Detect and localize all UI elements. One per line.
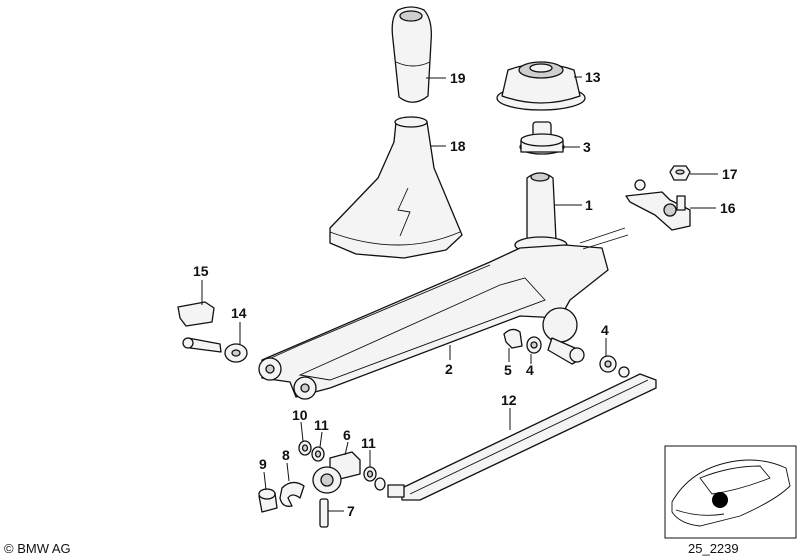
label-4b: 4 <box>601 322 609 338</box>
label-15: 15 <box>193 263 209 279</box>
gearshift-lever-drawing <box>514 172 568 254</box>
label-13: 13 <box>585 69 601 85</box>
label-11a: 11 <box>314 417 329 433</box>
selector-rod-drawing <box>387 366 657 501</box>
diagram-code: 25_2239 <box>688 541 739 556</box>
label-19: 19 <box>450 70 466 86</box>
label-7: 7 <box>347 503 355 519</box>
lower-parts-drawing <box>258 481 329 528</box>
label-1: 1 <box>585 197 593 213</box>
rubber-boot-drawing <box>496 61 586 111</box>
label-8: 8 <box>282 447 290 463</box>
label-9: 9 <box>259 456 267 472</box>
label-2: 2 <box>445 361 453 377</box>
label-5: 5 <box>504 362 512 378</box>
label-11b: 11 <box>361 435 376 451</box>
label-17: 17 <box>722 166 738 182</box>
clip-drawing <box>177 301 222 353</box>
bracket-drawing <box>625 165 691 231</box>
leader-lines <box>201 76 718 512</box>
car-location-inset <box>664 445 797 539</box>
label-10: 10 <box>292 407 308 423</box>
bushing-drawing <box>224 343 248 363</box>
ball-joint-drawing <box>542 307 585 365</box>
location-marker-icon <box>712 492 728 508</box>
part-labels: 19 18 13 3 1 17 16 15 14 2 5 4 4 12 10 1… <box>193 69 738 519</box>
shift-console-drawing <box>258 227 629 400</box>
shift-boot-drawing <box>329 116 463 259</box>
shift-knob-drawing <box>391 6 432 103</box>
bearing-shell-drawing <box>519 121 565 155</box>
copyright-text: © BMW AG <box>4 541 71 556</box>
label-4a: 4 <box>526 362 534 378</box>
label-3: 3 <box>583 139 591 155</box>
label-6: 6 <box>343 427 351 443</box>
small-parts-drawing <box>503 328 617 373</box>
joint-parts-drawing <box>298 440 386 494</box>
label-14: 14 <box>231 305 247 321</box>
label-12: 12 <box>501 392 517 408</box>
label-16: 16 <box>720 200 736 216</box>
label-18: 18 <box>450 138 466 154</box>
